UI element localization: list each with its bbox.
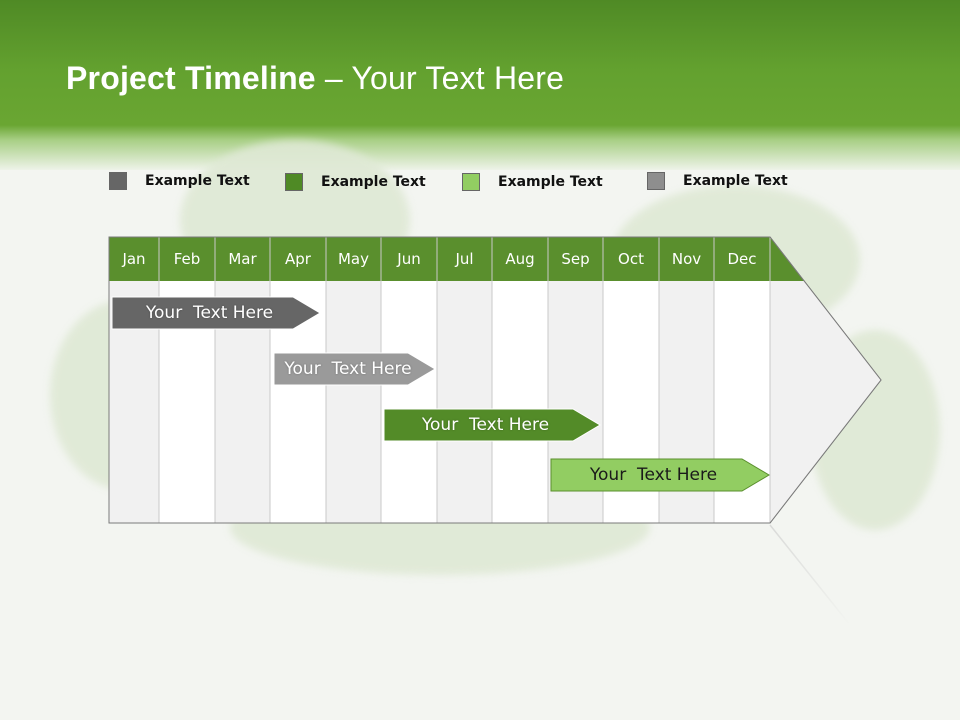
month-label: Aug [505, 250, 535, 268]
legend-label: Example Text [321, 174, 426, 190]
legend-label: Example Text [145, 173, 250, 189]
month-label: Feb [173, 250, 201, 268]
column-separators [158, 237, 771, 523]
task-label: Your Text Here [421, 415, 550, 435]
month-label: Jun [397, 250, 421, 268]
reflection-line [769, 524, 851, 626]
legend-label: Example Text [683, 173, 788, 189]
legend-swatch [109, 172, 127, 190]
legend-item: Example Text [462, 171, 603, 193]
page-title: Project Timeline – Your Text Here [66, 60, 564, 97]
title-bold: Project Timeline [66, 60, 316, 96]
month-label: Sep [561, 250, 590, 268]
month-label: Oct [618, 250, 644, 268]
legend-swatch [285, 173, 303, 191]
month-header-band [109, 237, 804, 281]
column-shade [326, 281, 381, 523]
legend-item: Example Text [109, 170, 250, 192]
legend-item: Example Text [647, 170, 788, 192]
header-band [0, 0, 960, 170]
legend-swatch [462, 173, 480, 191]
month-label: Nov [671, 250, 702, 268]
legend-label: Example Text [498, 174, 603, 190]
legend-swatch [647, 172, 665, 190]
task-label: Your Text Here [589, 465, 718, 485]
legend-item: Example Text [285, 171, 426, 193]
timeline-outline [108, 236, 882, 524]
task-label: Your Text Here [284, 359, 412, 379]
column-shade [437, 281, 492, 523]
month-label: Mar [228, 250, 257, 268]
task-arrow-shape [383, 408, 601, 442]
task-arrow-shape [111, 296, 321, 330]
month-label: Jan [122, 250, 146, 268]
task-arrow-shape [273, 352, 436, 386]
month-label: Jul [455, 250, 474, 268]
month-label: Apr [285, 250, 311, 268]
arrow-head-shade [770, 281, 881, 523]
task-arrow-shape [550, 458, 770, 492]
title-rest: – Your Text Here [315, 60, 565, 96]
task-label: Your Text Here [145, 303, 274, 323]
month-label: May [337, 250, 369, 268]
month-label: Dec [727, 250, 757, 268]
